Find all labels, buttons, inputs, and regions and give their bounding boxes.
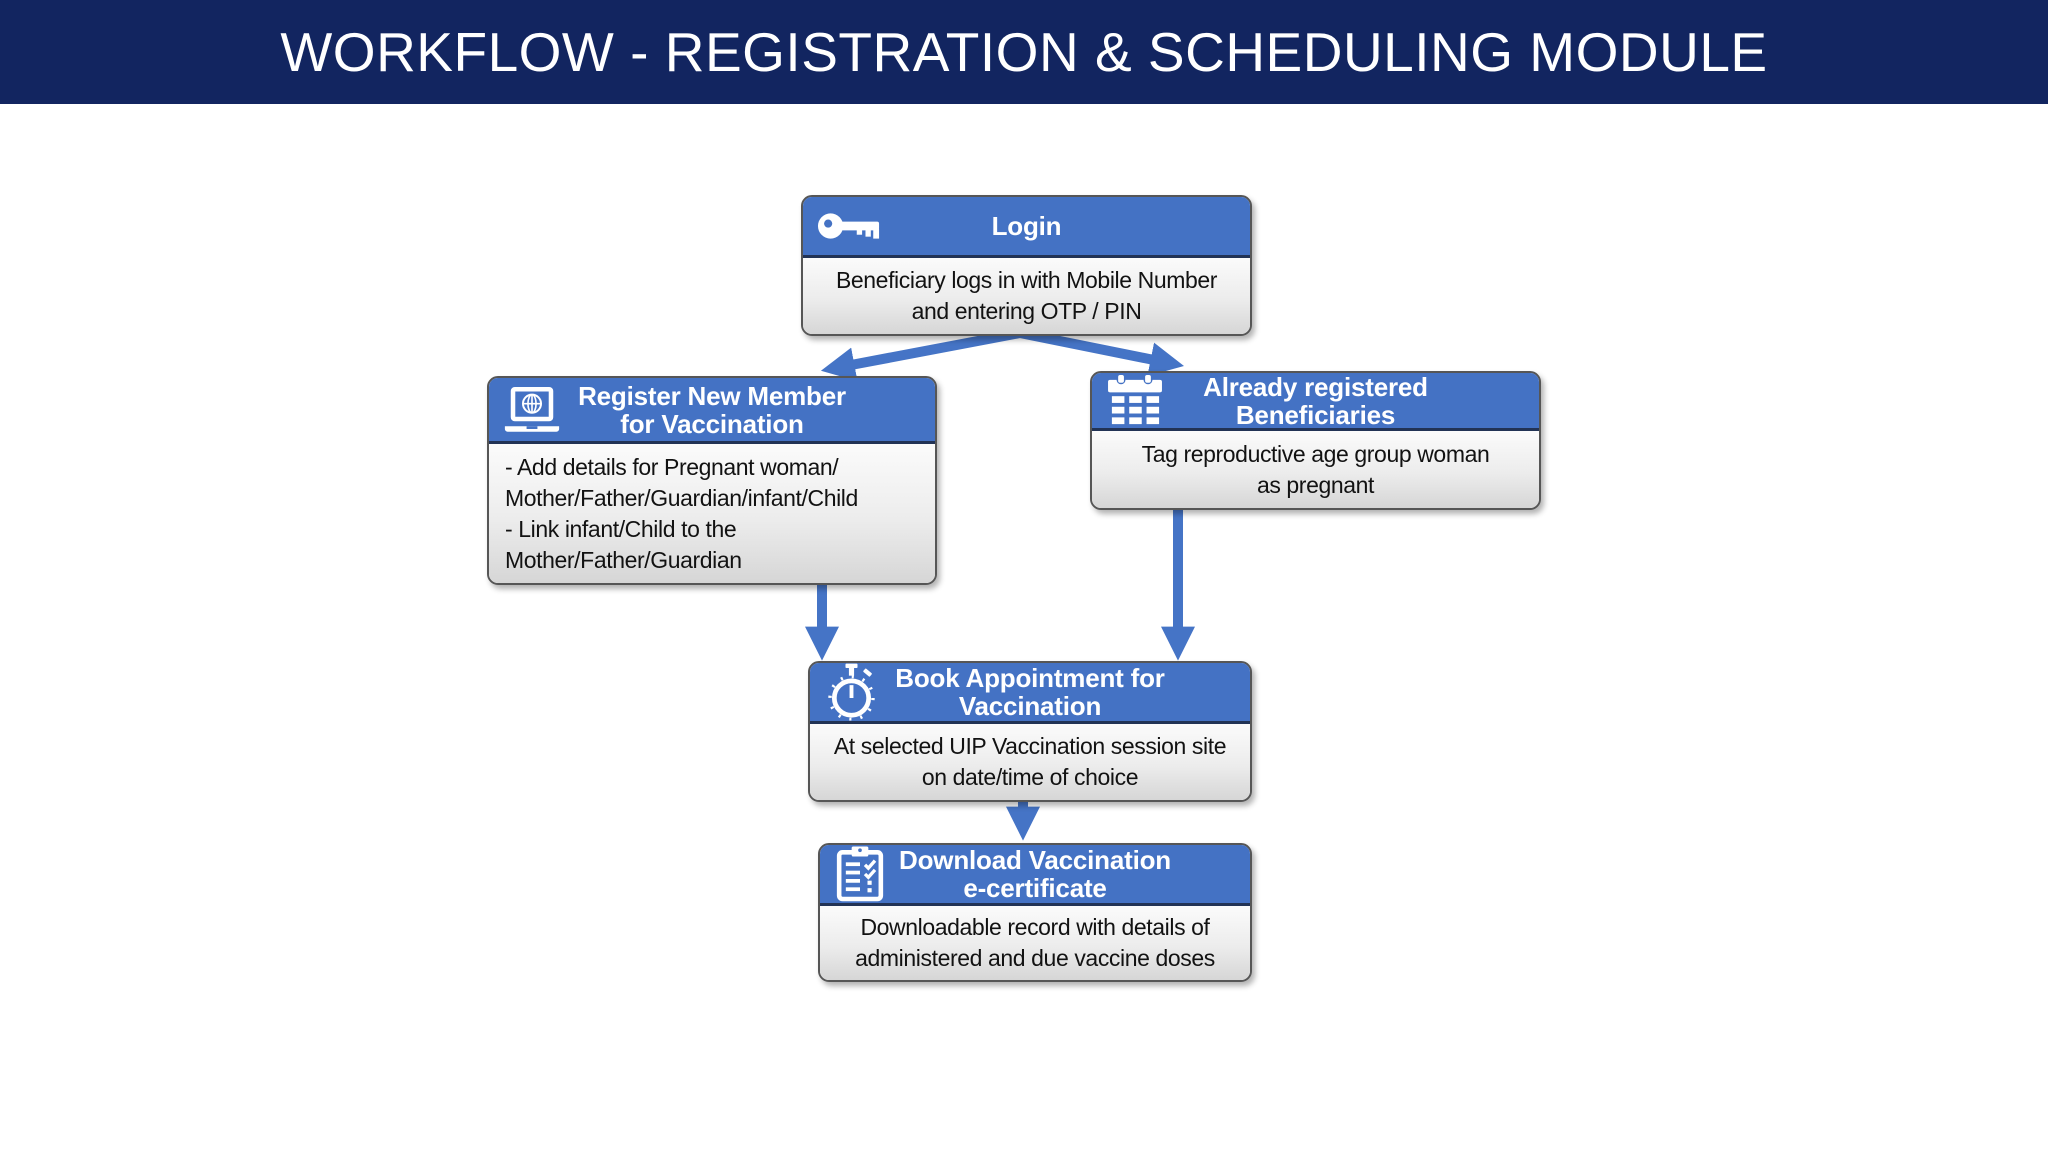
flow-node-book-appointment: Book Appointment for Vaccination At sele… — [808, 661, 1252, 802]
connector-login-to-already-registered — [1019, 328, 1184, 376]
node-header: Download Vaccination e-certificate — [820, 845, 1250, 906]
node-header: Book Appointment for Vaccination — [810, 663, 1250, 724]
flow-node-register-new-member: Register New Member for Vaccination - Ad… — [487, 376, 937, 585]
node-body: Tag reproductive age group woman as preg… — [1092, 431, 1539, 508]
node-body: Beneficiary logs in with Mobile Number a… — [803, 258, 1250, 334]
node-title: Book Appointment for Vaccination — [895, 663, 1165, 721]
slide-title: WORKFLOW - REGISTRATION & SCHEDULING MOD… — [280, 21, 1768, 83]
node-title: Register New Member for Vaccination — [578, 380, 846, 439]
node-body: At selected UIP Vaccination session site… — [810, 724, 1250, 800]
clipboard-checklist-icon — [834, 846, 886, 902]
connector-login-to-register — [820, 328, 1021, 382]
node-body: Downloadable record with details of admi… — [820, 906, 1250, 980]
node-title: Already registered Beneficiaries — [1203, 371, 1428, 430]
node-header: Login — [803, 197, 1250, 258]
node-header: Register New Member for Vaccination — [489, 378, 935, 444]
laptop-globe-icon — [503, 386, 561, 433]
calendar-icon — [1106, 374, 1164, 427]
node-body: - Add details for Pregnant woman/ Mother… — [489, 444, 935, 583]
flow-node-download-certificate: Download Vaccination e-certificate Downl… — [818, 843, 1252, 982]
slide-title-bar: WORKFLOW - REGISTRATION & SCHEDULING MOD… — [0, 0, 2048, 104]
node-title: Download Vaccination e-certificate — [899, 845, 1171, 903]
flow-node-already-registered: Already registered Beneficiaries Tag rep… — [1090, 371, 1541, 510]
flow-node-login: Login Beneficiary logs in with Mobile Nu… — [801, 195, 1252, 336]
key-icon — [817, 210, 881, 243]
node-header: Already registered Beneficiaries — [1092, 373, 1539, 431]
node-title: Login — [991, 211, 1062, 241]
stopwatch-icon — [824, 663, 879, 721]
